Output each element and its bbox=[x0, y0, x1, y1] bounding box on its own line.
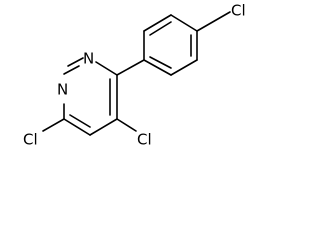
atom-n-top: N bbox=[83, 50, 94, 68]
bond-b6-b1-double bbox=[149, 56, 172, 69]
bond-aryl-cl bbox=[196, 11, 231, 32]
bond-n-c3 bbox=[95, 61, 118, 76]
bond-b2-b3-double bbox=[149, 21, 172, 36]
bond-b2-b3 bbox=[143, 14, 172, 32]
bond-b3-b4 bbox=[170, 14, 198, 32]
atom-n-left: N bbox=[57, 81, 68, 99]
bond-n-n bbox=[67, 57, 84, 67]
atom-cl-bottom-left: Cl bbox=[23, 131, 38, 149]
bond-c4-c5 bbox=[89, 118, 118, 136]
bond-c6-cl bbox=[42, 118, 65, 132]
atom-cl-top-right: Cl bbox=[231, 2, 246, 20]
benzene-ring bbox=[143, 14, 198, 76]
atom-cl-bottom-right: Cl bbox=[137, 131, 152, 149]
bond-c3-aryl bbox=[116, 59, 145, 76]
bond-b5-b6 bbox=[170, 59, 198, 76]
bond-c5-c6-double bbox=[69, 114, 91, 128]
chemical-structure: N N Cl Cl Cl bbox=[23, 2, 246, 149]
bond-b6-b1 bbox=[143, 59, 172, 76]
bond-c4-cl bbox=[116, 118, 137, 132]
bond-n-n-double bbox=[63, 65, 80, 75]
bond-c5-c6 bbox=[63, 118, 91, 136]
pyridazine-ring bbox=[63, 57, 118, 136]
